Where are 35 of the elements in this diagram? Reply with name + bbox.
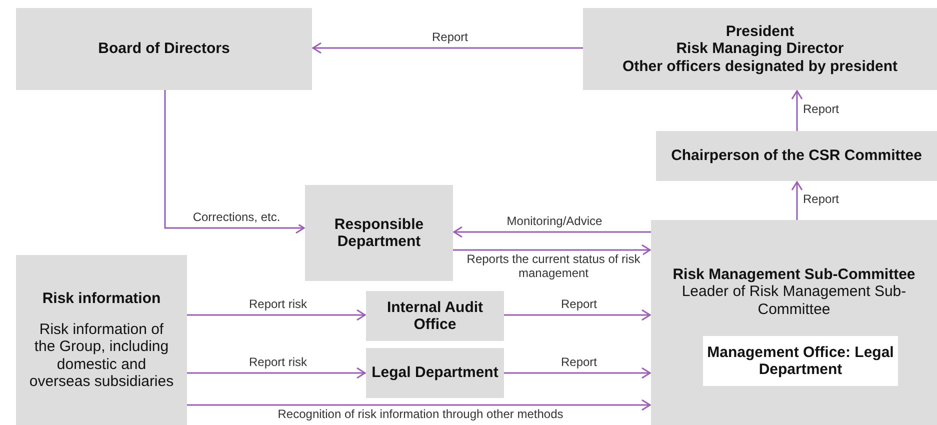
arrow: [504, 367, 651, 379]
arrow: [312, 42, 583, 54]
office-box: [703, 336, 898, 386]
heading: Risk Managing Director: [676, 40, 844, 58]
arrow: [791, 90, 803, 131]
arrow: [187, 309, 366, 321]
arrow: [453, 226, 651, 238]
arrow: [453, 244, 651, 256]
department-box: [305, 185, 453, 281]
heading: Board of Directors: [98, 40, 230, 58]
sub-committee-box: [651, 220, 937, 425]
heading: Risk information: [42, 290, 161, 308]
heading: Management Office: Legal Department: [706, 344, 895, 378]
edge-label: Report: [801, 103, 842, 117]
arrow: [164, 90, 305, 234]
heading: President: [726, 23, 794, 40]
arrow: [791, 181, 803, 220]
arrow: [504, 309, 651, 321]
arrow: [187, 367, 366, 379]
legal-department-box: [366, 348, 504, 398]
edge-label: Report: [801, 193, 842, 207]
audit-office-box: [366, 291, 504, 341]
heading: Legal Department: [372, 364, 498, 382]
heading: Risk Management Sub-Committee: [672, 266, 916, 284]
committee-chair-box: [656, 131, 937, 181]
heading: Internal Audit Office: [386, 298, 484, 334]
arrow: [187, 399, 651, 411]
board-box: [16, 8, 312, 90]
risk-information-box: [16, 255, 187, 425]
body-text: Risk information of the Group, including domestic and overseas subsidiaries: [28, 321, 175, 390]
heading: Responsible Department: [333, 216, 425, 250]
officers-box: [583, 8, 937, 90]
heading: Chairperson of the CSR Committee: [671, 147, 922, 165]
heading: Other officers designated by president: [622, 58, 898, 75]
body-text: Leader of Risk Management Sub-Committee: [680, 283, 908, 318]
